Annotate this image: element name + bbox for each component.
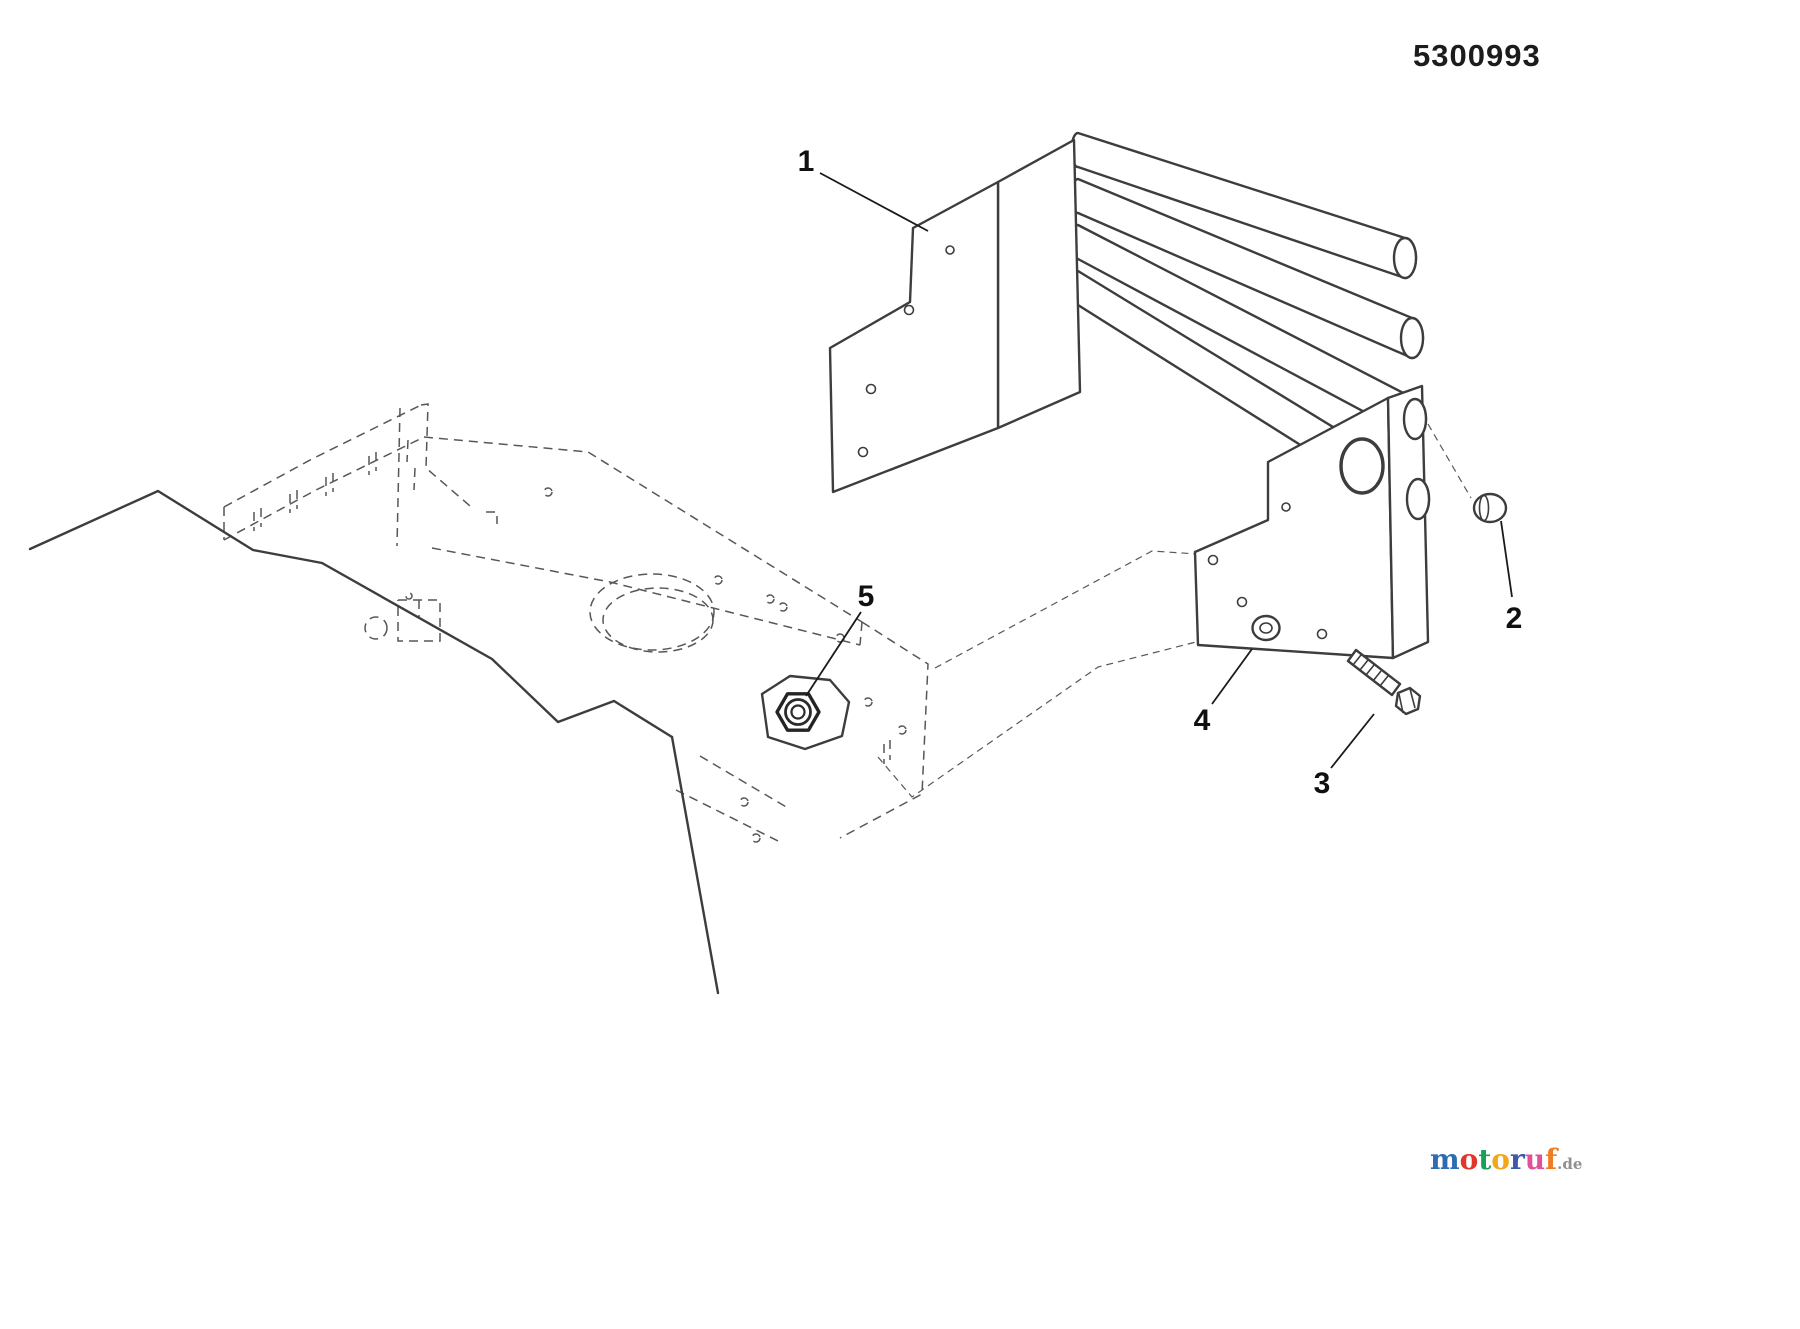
logo-letter: t: [1478, 1143, 1492, 1176]
logo-suffix: .de: [1557, 1155, 1583, 1173]
chassis-hidden-lines: [223, 403, 929, 843]
chassis-break-lines: [28, 489, 720, 995]
part-2-cap: [1472, 492, 1508, 524]
part-3-bolt: [1346, 648, 1422, 716]
callout-1-label: 1: [798, 145, 815, 178]
logo-letter: f: [1545, 1143, 1558, 1176]
callout-4: 4: [1194, 648, 1253, 737]
left-mount-bracket: [828, 138, 1082, 494]
callout-2-label: 2: [1506, 602, 1523, 635]
right-mount-bracket: [1193, 384, 1430, 660]
callout-2: 2: [1500, 520, 1523, 635]
callout-5-label: 5: [858, 580, 875, 613]
logo-letter: r: [1509, 1143, 1525, 1176]
callout-5: 5: [805, 580, 875, 697]
logo-letter: m: [1430, 1143, 1460, 1176]
bumper-assembly-drawing: [828, 131, 1431, 660]
callouts: 1 2 3 4 5: [798, 145, 1523, 800]
logo-letter: o: [1491, 1143, 1510, 1176]
callout-3-label: 3: [1314, 767, 1331, 800]
callout-3: 3: [1314, 713, 1375, 800]
part-5-nut: [760, 674, 851, 751]
callout-1: 1: [798, 145, 929, 232]
part-4-washer: [1251, 614, 1281, 642]
motoruf-logo[interactable]: motoruf.de: [1430, 1146, 1582, 1174]
chassis-outline-drawing: [28, 403, 929, 995]
logo-letter: u: [1524, 1143, 1546, 1176]
logo-letter: o: [1459, 1143, 1479, 1176]
part-number: 5300993: [1413, 38, 1541, 73]
callout-4-label: 4: [1194, 704, 1211, 737]
bumper-tube-ends: [1392, 236, 1431, 521]
